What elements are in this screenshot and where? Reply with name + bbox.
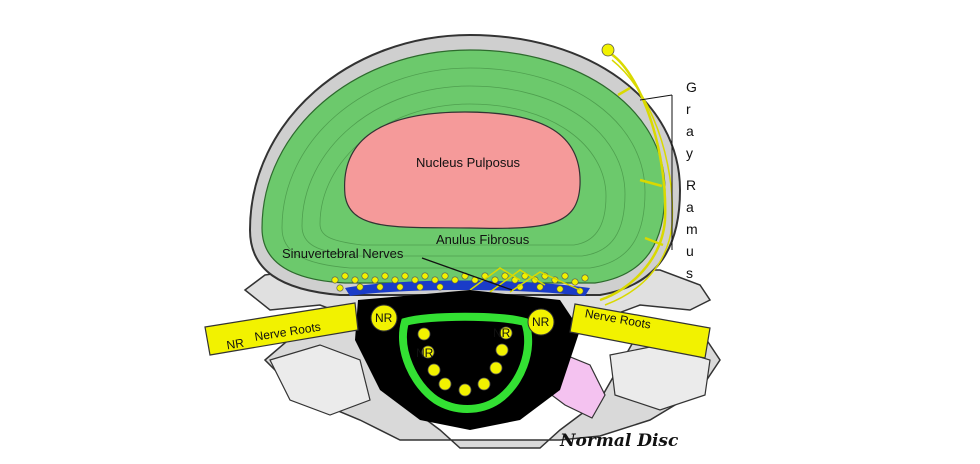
gray-ramus-letter: m	[686, 221, 698, 237]
anulus-fibrosus-label: Anulus Fibrosus	[436, 232, 530, 247]
gray-ramus-letter: s	[686, 265, 693, 281]
nerve-root-circle-left	[370, 304, 398, 332]
nr-label-right-circle: NR	[532, 315, 550, 329]
nerve-root-circle-right	[527, 308, 555, 336]
nr-label-left-circle: NR	[375, 311, 393, 325]
cauda-equina-roots	[417, 326, 513, 397]
gray-ramus-letter: a	[686, 123, 694, 139]
nr-label-canal-left: NR	[416, 346, 434, 360]
gray-ramus-letter: R	[686, 177, 696, 193]
sinuvertebral-branches	[469, 267, 581, 293]
nr-label-canal-right: NR	[493, 326, 511, 340]
nr-label-left-box: NR	[226, 336, 246, 353]
nucleus-pulposus-label: Nucleus Pulposus	[416, 155, 521, 170]
gray-ramus-letter: y	[686, 145, 693, 161]
lamella-1	[281, 67, 646, 269]
gray-ramus-letter: u	[686, 243, 694, 259]
lamella-2	[301, 85, 626, 257]
left-facet	[269, 344, 371, 416]
gray-ramus-pointer	[639, 94, 673, 101]
nucleus-pulposus	[344, 111, 581, 229]
gray-ramus-letter: r	[686, 101, 691, 117]
diagram-title: Normal Disc	[559, 431, 679, 451]
dural-sac	[399, 312, 533, 413]
nerve-roots-left-box	[204, 302, 359, 356]
nerve-roots-right-box	[569, 303, 711, 359]
gray-ramus-letter: a	[686, 199, 694, 215]
sinuvertebral-pointer	[421, 257, 513, 291]
posterior-longitudinal-ligament	[345, 280, 590, 296]
gray-ramus-ganglion	[601, 43, 615, 57]
gray-ramus-letter: G	[686, 79, 697, 95]
sinuvertebral-nerves-label: Sinuvertebral Nerves	[282, 246, 404, 261]
